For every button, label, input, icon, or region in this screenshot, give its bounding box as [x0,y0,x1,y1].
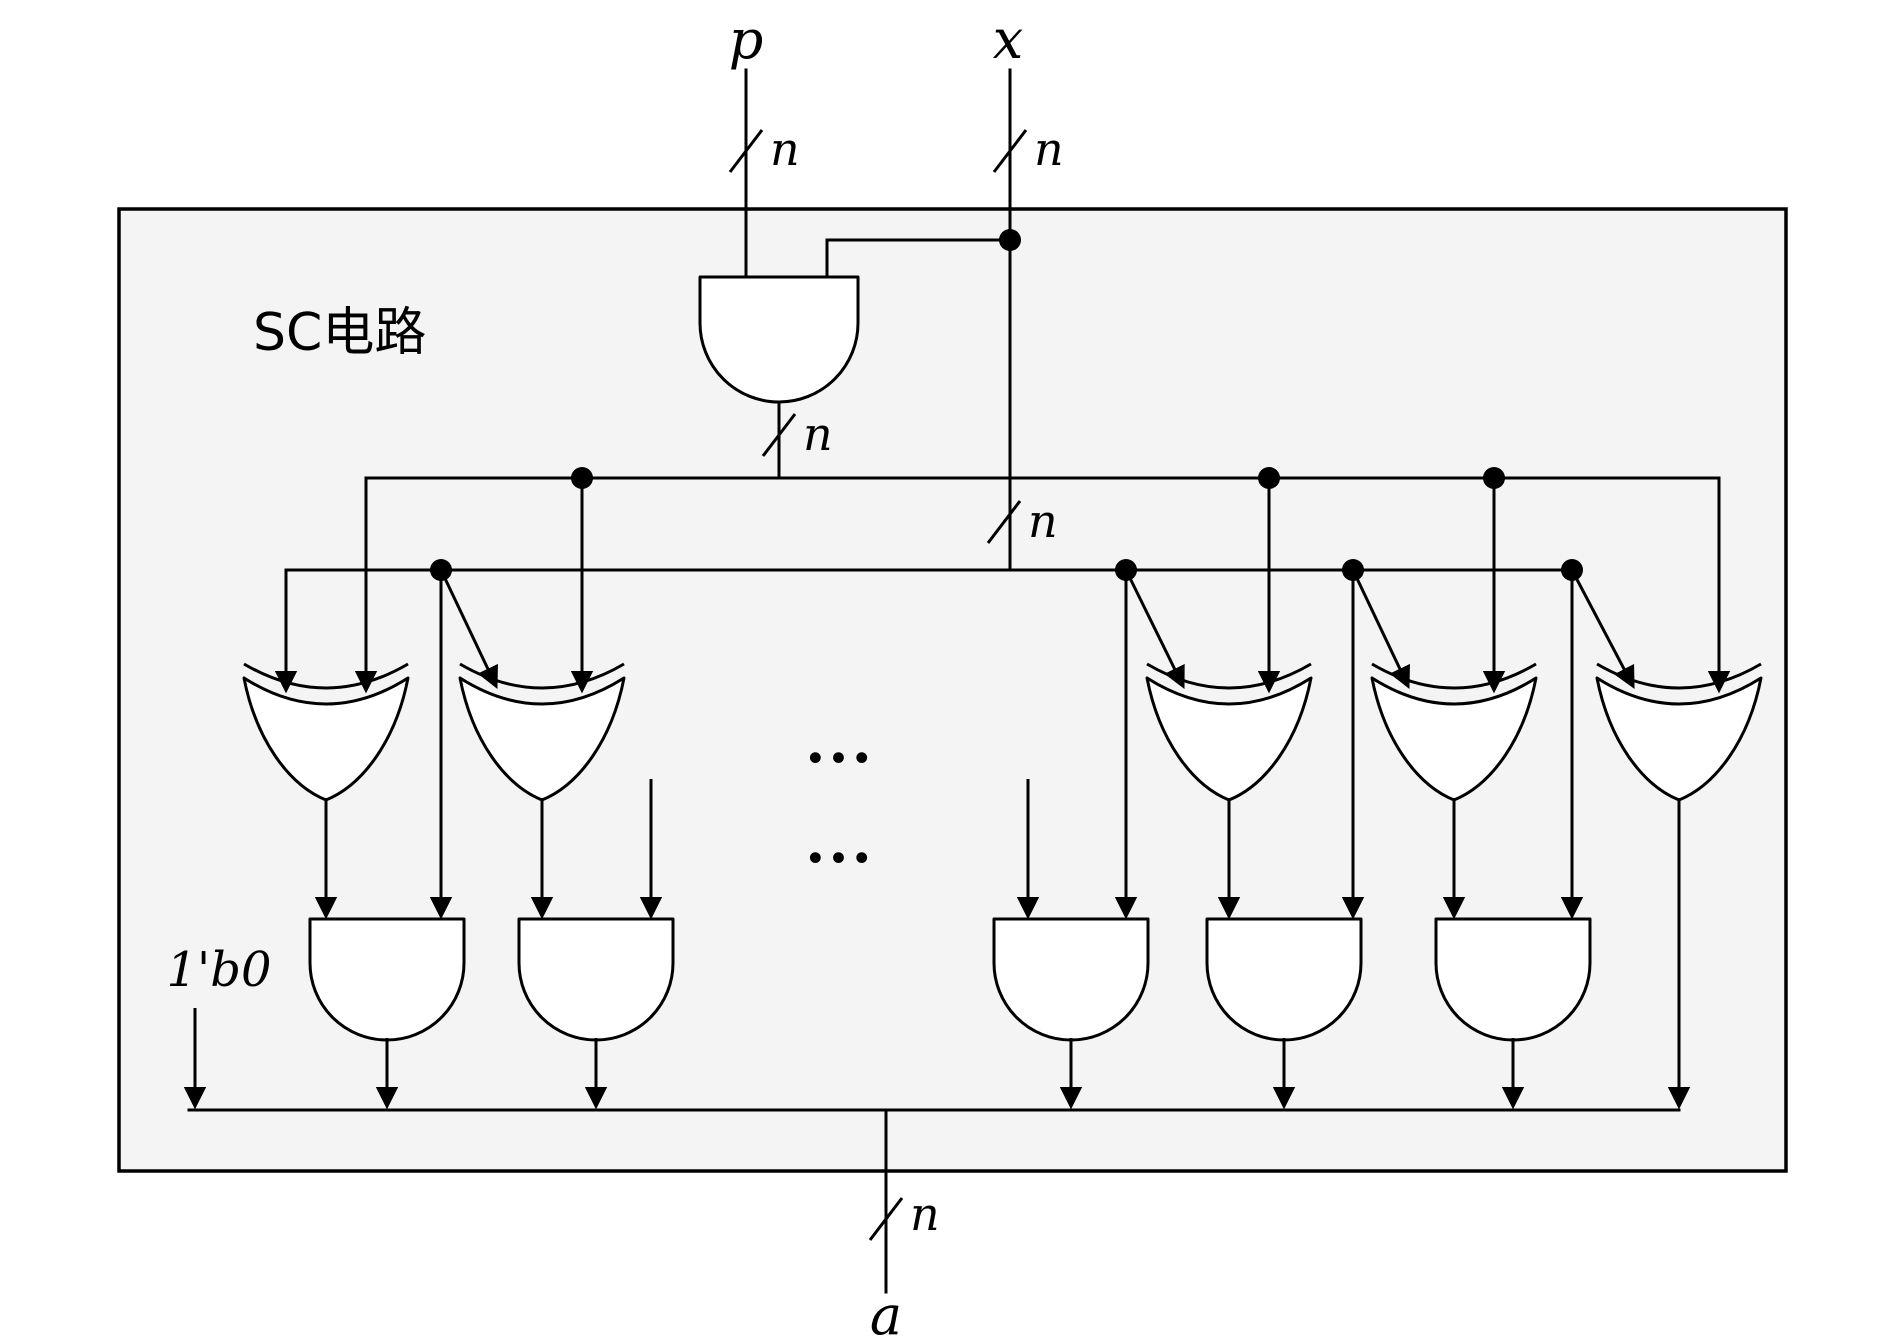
x-branch-to-top-gate-wire [825,238,1012,279]
x-diagonal-arrow-4 [1351,569,1410,690]
junction-dot-bus1-c [1483,467,1505,489]
x-diagonal-arrow-5 [1570,569,1635,689]
bus-width-label-a: n [910,1187,940,1241]
and-gate-3 [992,917,1150,1042]
xor-gate-2 [458,676,626,802]
labels: p x SC电路 n n n n n 1'b0 a ... ... [167,8,1064,1344]
input-p-label: p [729,8,764,71]
junction-dot-bus2-d [1561,559,1583,581]
x-diagonal-arrow-2 [439,569,498,690]
gates [242,275,1763,1042]
bus-width-label-p: n [770,122,800,176]
junction-dot-bus2-c [1342,559,1364,581]
junction-dot-bus1-b [1258,467,1280,489]
junction-dot-bus1-a [571,467,593,489]
xor-gate-1 [242,676,410,802]
input-x-label: x [993,8,1023,71]
xor-gate-4 [1370,676,1538,802]
bus-width-slash-x2 [986,500,1022,544]
and-gate-5 [1434,917,1592,1042]
arrow-wires [183,478,1731,1110]
xor-gate-5 [1595,676,1763,802]
bus-width-label-product: n [803,407,833,461]
output-a-label: a [870,1284,902,1344]
x-diagonal-arrow-3 [1124,569,1185,690]
ellipsis-upper: ... [805,708,875,776]
and-gate-top [698,275,860,404]
bus-width-label-x: n [1034,122,1064,176]
bus-width-slashes [728,129,1028,1241]
and-gate-4 [1205,917,1363,1042]
and-gate-1 [308,917,466,1042]
xor-gate-3 [1145,676,1313,802]
ellipsis-lower: ... [805,808,875,876]
bus-width-slash-product [761,413,797,457]
xor-gate-1-input-arc [243,662,409,690]
bus-width-slash-a [868,1197,904,1241]
junction-dot-x-top [999,229,1021,251]
bus-width-label-x2: n [1028,494,1058,548]
junction-dot-bus2-a [430,559,452,581]
bus-width-slash-x [992,129,1028,173]
circuit-title: SC电路 [253,303,426,363]
and-gate-2 [517,917,675,1042]
junction-dots [430,229,1583,581]
const-zero-label: 1'b0 [167,942,272,998]
bus-width-slash-p [728,129,764,173]
junction-dot-bus2-b [1115,559,1137,581]
